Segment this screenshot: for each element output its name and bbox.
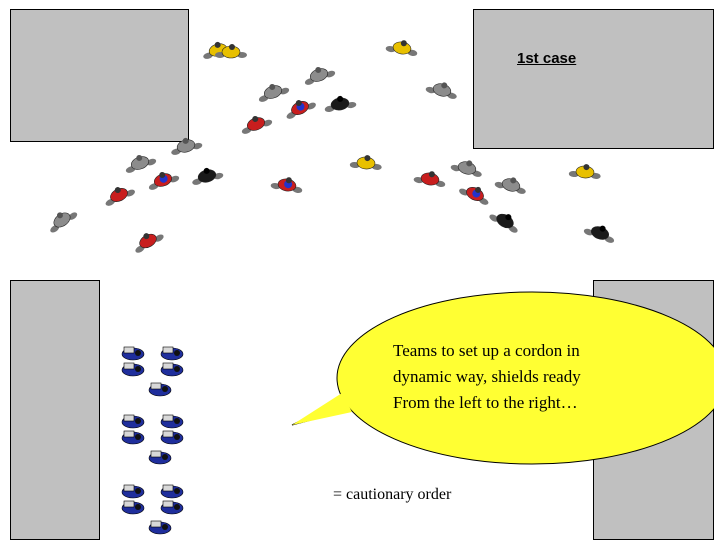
legend-text: = cautionary order — [333, 486, 451, 504]
crowd-person-icon — [494, 173, 529, 195]
crowd-person-icon — [425, 78, 460, 100]
police-officer-icon — [161, 431, 183, 444]
police-officer-icon — [161, 501, 183, 514]
crowd-person-icon — [238, 111, 273, 135]
crowd-person-icon — [413, 168, 447, 187]
police-officer-icon — [122, 431, 144, 444]
crowd-person-icon — [350, 154, 383, 171]
police-officer-icon — [161, 363, 183, 376]
police-officer-icon — [149, 521, 171, 534]
crowd-person-icon — [488, 206, 523, 234]
crowd-person-icon — [323, 93, 357, 112]
crowd-person-icon — [270, 174, 304, 193]
crowd-person-icon — [282, 94, 317, 120]
crowd-person-icon — [583, 220, 618, 244]
crowd-person-icon — [385, 37, 419, 56]
police-officer-icon — [122, 363, 144, 376]
crowd-person-icon — [44, 204, 78, 234]
crowd-person-icon — [569, 163, 602, 180]
police-officer-icon — [122, 501, 144, 514]
police-officer-icon — [149, 383, 171, 396]
police-officer-icon — [122, 347, 144, 360]
crowd-person-icon — [168, 134, 203, 156]
crowd-person-icon — [458, 180, 493, 206]
crowd-person-icon — [101, 181, 136, 207]
crowd-person-icon — [130, 226, 165, 254]
police-officer-icon — [161, 485, 183, 498]
police-officer-icon — [161, 347, 183, 360]
police-officer-icon — [149, 451, 171, 464]
crowd-person-icon — [450, 156, 485, 178]
police-officer-icon — [122, 485, 144, 498]
police-officer-icon — [161, 415, 183, 428]
crowd-person-icon — [189, 164, 224, 186]
police-officer-icon — [122, 415, 144, 428]
crowd-person-icon — [301, 62, 336, 86]
crowd-person-icon — [145, 167, 180, 191]
crowd-person-icon — [122, 150, 157, 174]
crowd-person-icon — [255, 79, 290, 103]
